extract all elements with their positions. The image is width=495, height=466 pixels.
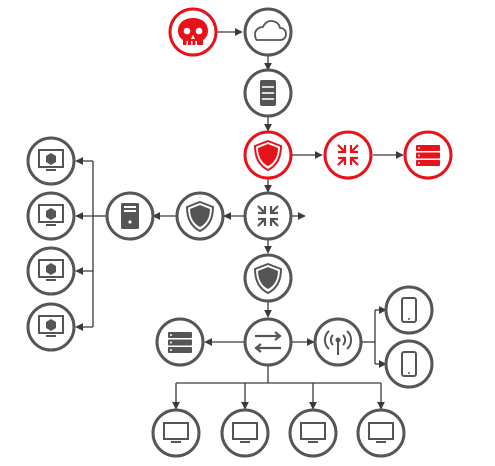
router-arrows-icon — [257, 205, 279, 227]
desktop-2-node — [220, 408, 270, 458]
connectors — [75, 28, 404, 410]
shield-icon — [253, 262, 283, 295]
desktop-3-node — [288, 408, 338, 458]
server-rack-icon — [260, 80, 276, 106]
workstation-3-node — [26, 246, 76, 296]
monitor-box-icon — [38, 315, 64, 337]
skull-icon — [178, 18, 208, 45]
tower-server-node — [105, 191, 155, 241]
lan-firewall-node — [243, 253, 293, 303]
tablet-2-node — [384, 339, 434, 389]
monitor-icon — [300, 422, 326, 443]
monitor-icon — [232, 422, 258, 443]
compromised-firewall-node — [243, 130, 293, 180]
wireless-ap-node — [313, 317, 363, 367]
compromised-router-node — [323, 130, 373, 180]
router-arrows-icon — [337, 144, 359, 166]
shield-icon — [253, 139, 283, 172]
desktop-1-node — [151, 408, 201, 458]
core-router-node — [243, 191, 293, 241]
attacker-node — [168, 7, 218, 57]
wifi-tower-icon — [323, 330, 353, 355]
workstation-4-node — [26, 302, 76, 352]
edge-server-node — [243, 68, 293, 118]
server-rack-icon — [416, 145, 440, 166]
compromised-storage-node — [403, 130, 453, 180]
monitor-icon — [368, 422, 394, 443]
workstation-2-node — [26, 191, 76, 241]
cloud-icon — [254, 20, 287, 41]
tower-server-icon — [121, 203, 139, 229]
tablet-icon — [401, 297, 417, 323]
switch-arrows-icon — [254, 331, 282, 353]
lan-switch-node — [243, 317, 293, 367]
monitor-icon — [163, 422, 189, 443]
workstation-1-node — [26, 136, 76, 186]
tablet-icon — [401, 351, 417, 377]
monitor-box-icon — [38, 204, 64, 226]
internet-node — [243, 7, 293, 57]
shield-icon — [185, 200, 215, 233]
monitor-box-icon — [38, 259, 64, 281]
tablet-1-node — [384, 285, 434, 335]
desktop-4-node — [356, 408, 406, 458]
monitor-box-icon — [38, 149, 64, 171]
server-rack-icon — [168, 332, 192, 353]
lan-server-node — [155, 317, 205, 367]
internal-firewall-node — [175, 191, 225, 241]
